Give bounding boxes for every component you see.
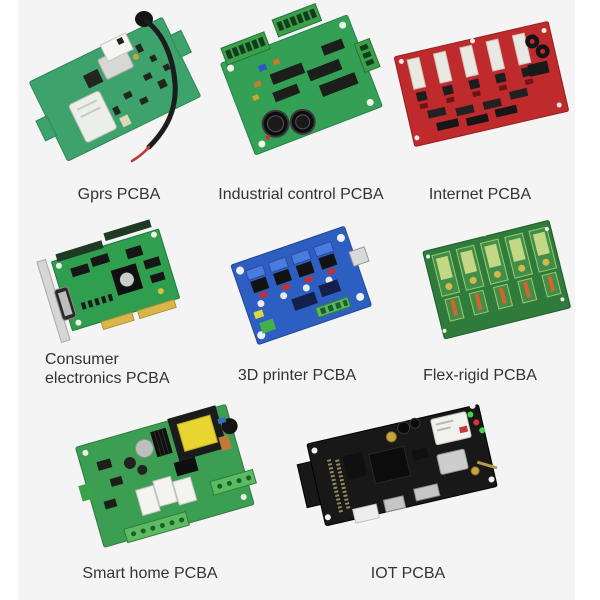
terminal-block [271,2,323,38]
internet-pcba-image [394,21,569,147]
antenna-stub [476,460,498,470]
product-tile-flex-rigid-pcba[interactable] [415,205,575,350]
product-label-internet: Internet PCBA [428,186,532,203]
product-tile-3d-printer-pcba[interactable] [222,212,377,352]
product-label-flex-rigid: Flex-rigid PCBA [423,367,537,384]
gprs-pcba-image [29,11,201,163]
gold-edge-connector [100,311,135,331]
flex-rigid-pcba-image [422,220,571,340]
printer-board [230,226,372,345]
usb-connector [348,246,370,267]
green-led [467,411,474,418]
product-label-industrial-control: Industrial control PCBA [218,186,384,203]
db-connector [382,495,407,513]
cable [143,18,178,150]
pin-header [335,459,351,511]
product-label-gprs: Gprs PCBA [77,186,161,203]
product-label-smart-home: Smart home PCBA [82,565,218,582]
product-label-3d-printer: 3D printer PCBA [237,367,357,384]
capacitor [134,438,154,458]
main-chip [368,445,412,485]
product-tile-smart-home-pcba[interactable] [58,388,270,558]
product-tile-gprs-pcba[interactable] [25,5,205,170]
green-led [479,427,486,434]
pin-header [103,219,152,242]
terminal-strip [209,468,257,496]
pin-header [326,459,344,515]
product-label-consumer-electronics: Consumer electronics PCBA [45,351,170,387]
product-label-iot: IOT PCBA [370,565,446,582]
gold-edge-connector [136,299,177,320]
smart-home-pcba-image [75,404,257,548]
terminal-block [220,31,271,66]
screw-terminal [259,318,277,334]
db-connector [413,483,441,502]
antenna-connector [470,466,480,476]
red-led [473,419,480,426]
cable-red-wire [130,145,151,163]
relay [135,484,161,517]
industrial-control-pcba-image [220,2,383,155]
product-tile-industrial-control-pcba[interactable] [213,2,388,167]
gsm-module [68,90,117,143]
usb-connector [352,503,380,524]
gps-module [99,32,134,63]
product-tile-internet-pcba[interactable] [392,10,570,160]
product-tile-consumer-electronics-pcba[interactable] [30,215,195,350]
product-tile-iot-pcba[interactable] [288,383,518,548]
connector [78,482,95,502]
consumer-electronics-pcba-image [36,219,180,344]
relay [152,475,178,508]
relay [172,476,198,506]
pin-header [55,240,104,262]
iot-pcba-image [296,402,498,527]
sim-card-holder [436,448,469,475]
3d-printer-pcba-image [230,226,372,345]
antenna-connector [385,431,397,443]
wireless-module [430,411,472,446]
terminal-strip [123,510,190,544]
